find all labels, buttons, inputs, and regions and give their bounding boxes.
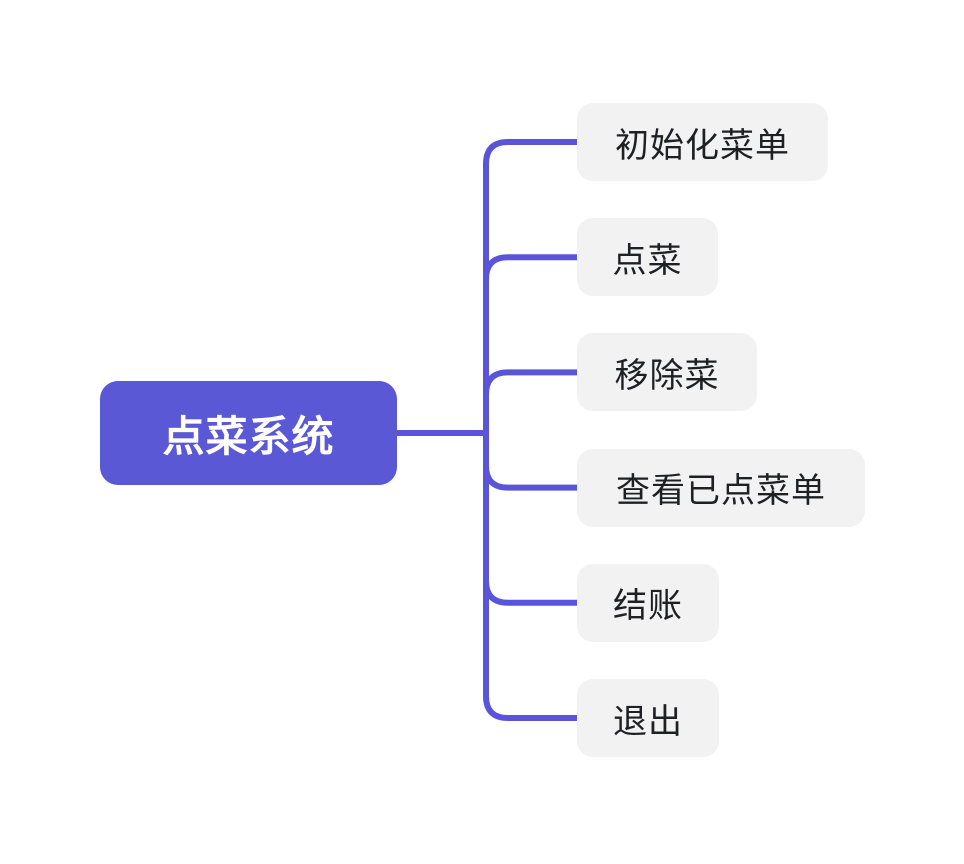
root-node[interactable]: 点菜系统 bbox=[100, 381, 397, 485]
mindmap-node[interactable]: 查看已点菜单 bbox=[577, 448, 865, 527]
mindmap-node[interactable]: 移除菜 bbox=[577, 333, 757, 412]
mindmap-node[interactable]: 结账 bbox=[577, 563, 719, 642]
mindmap-node[interactable]: 点菜 bbox=[577, 218, 718, 297]
mindmap-node[interactable]: 初始化菜单 bbox=[577, 103, 828, 181]
mindmap-node[interactable]: 退出 bbox=[577, 679, 719, 757]
